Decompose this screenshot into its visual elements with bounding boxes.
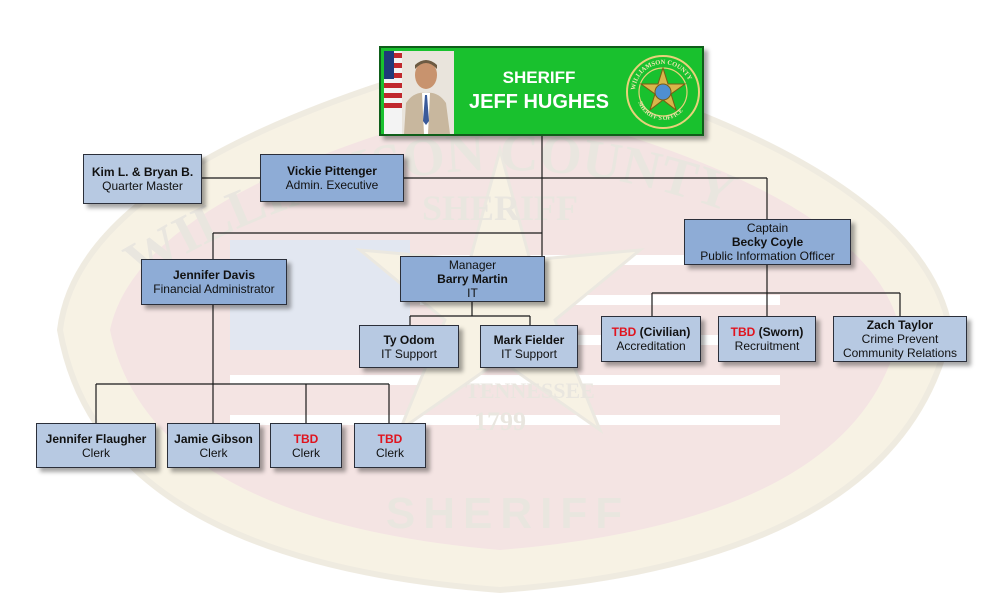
node-name: Barry Martin	[437, 272, 508, 286]
node-prefix: Captain	[746, 221, 789, 235]
sheriff-box: SHERIFF JEFF HUGHES WILLIAMSON COUNTY SH…	[379, 46, 704, 136]
node-prefix: Manager	[448, 258, 497, 272]
node-tbd-clerk-2: TBD Clerk	[354, 423, 426, 468]
node-role: Quarter Master	[102, 179, 183, 193]
node-role: IT Support	[381, 346, 437, 361]
node-role: Clerk	[375, 445, 404, 460]
node-barry-martin: Manager Barry Martin IT	[400, 256, 545, 302]
node-title: TBD	[293, 431, 319, 446]
node-name: Jennifer Flaugher	[45, 431, 147, 446]
node-role: IT	[467, 286, 478, 300]
watermark-center-text: SHERIFF	[422, 188, 578, 228]
node-tbd-civilian: TBD (Civilian) Accreditation	[601, 316, 701, 362]
node-name: Zach Taylor	[866, 318, 934, 332]
node-title: TBD (Civilian)	[611, 325, 691, 339]
sheriff-photo	[384, 51, 454, 134]
node-title: TBD	[377, 431, 403, 446]
node-role: IT Support	[501, 346, 557, 361]
node-role: Recruitment	[734, 339, 800, 353]
node-mark-fielder: Mark Fielder IT Support	[480, 325, 578, 368]
node-tbd-sworn: TBD (Sworn) Recruitment	[718, 316, 816, 362]
node-name: Mark Fielder	[493, 332, 565, 347]
watermark-bottom-text: SHERIFF	[386, 489, 630, 538]
watermark-state-text: TENNESSEE	[465, 378, 595, 403]
node-becky-coyle: Captain Becky Coyle Public Information O…	[684, 219, 851, 265]
sheriff-name: JEFF HUGHES	[468, 91, 610, 113]
sheriff-title: SHERIFF	[502, 68, 576, 87]
node-jennifer-flaugher: Jennifer Flaugher Clerk	[36, 423, 156, 468]
node-kim-bryan: Kim L. & Bryan B. Quarter Master	[83, 154, 202, 204]
node-vickie-pittenger: Vickie Pittenger Admin. Executive	[260, 154, 404, 202]
watermark-year: 1799	[474, 407, 526, 436]
node-role: Accreditation	[616, 339, 686, 353]
node-jennifer-davis: Jennifer Davis Financial Administrator	[141, 259, 287, 305]
node-name: Ty Odom	[383, 332, 435, 347]
node-tbd-clerk-1: TBD Clerk	[270, 423, 342, 468]
node-title: TBD (Sworn)	[730, 325, 804, 339]
sheriff-seal: WILLIAMSON COUNTY SHERIFF'S OFFICE	[626, 55, 700, 129]
node-role-2: Community Relations	[842, 346, 958, 360]
node-role: Clerk	[199, 445, 228, 460]
node-role: Clerk	[81, 445, 110, 460]
node-zach-taylor: Zach Taylor Crime Prevent Community Rela…	[833, 316, 967, 362]
node-name: Jamie Gibson	[174, 431, 253, 446]
node-name: Jennifer Davis	[172, 268, 256, 282]
node-name: Vickie Pittenger	[287, 164, 377, 178]
node-ty-odom: Ty Odom IT Support	[359, 325, 459, 368]
node-name: Becky Coyle	[731, 235, 804, 249]
node-role: Public Information Officer	[700, 249, 835, 263]
node-role: Financial Administrator	[153, 282, 275, 296]
node-role-1: Crime Prevent	[861, 332, 939, 346]
node-role: Clerk	[291, 445, 320, 460]
node-name: Kim L. & Bryan B.	[91, 165, 194, 179]
node-role: Admin. Executive	[285, 178, 379, 192]
node-jamie-gibson: Jamie Gibson Clerk	[167, 423, 260, 468]
